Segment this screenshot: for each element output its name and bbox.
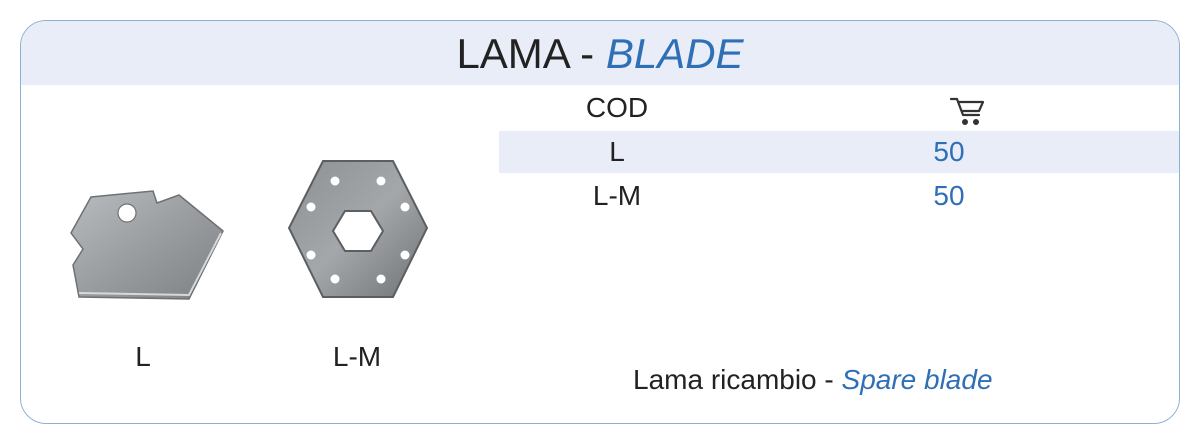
product-label-l: L bbox=[135, 341, 151, 372]
row-code: L-M bbox=[592, 180, 642, 211]
shopping-cart-icon bbox=[949, 97, 985, 125]
row-code: L bbox=[609, 136, 625, 167]
title-main: LAMA - bbox=[456, 30, 606, 77]
row-qty: 50 bbox=[933, 180, 965, 211]
product-label-lm: L-M bbox=[332, 341, 382, 372]
table-row: L 50 bbox=[499, 131, 1179, 173]
footer-description: Lama ricambio - Spare blade bbox=[633, 364, 993, 396]
footer-text-accent: Spare blade bbox=[841, 364, 993, 395]
product-card: LAMA - BLADE COD L 50 L-M 50 bbox=[20, 20, 1180, 424]
card-header: LAMA - BLADE bbox=[21, 21, 1179, 85]
table-row: L-M 50 bbox=[499, 175, 1179, 217]
footer-text-main: Lama ricambio - bbox=[633, 364, 842, 395]
column-header-code: COD bbox=[585, 92, 649, 123]
blade-l-image bbox=[70, 190, 224, 300]
title-accent: BLADE bbox=[605, 30, 744, 77]
row-qty: 50 bbox=[933, 136, 965, 167]
blade-lm-image bbox=[287, 160, 429, 298]
